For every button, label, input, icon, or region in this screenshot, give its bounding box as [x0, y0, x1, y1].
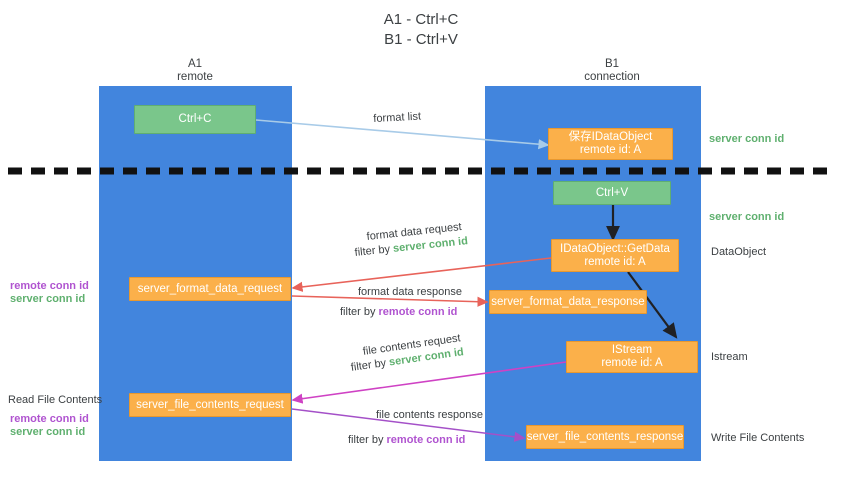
node-server-file-contents-request-label: server_file_contents_request: [136, 398, 284, 411]
lane-b1-name: B1: [604, 58, 620, 70]
node-server-format-data-request[interactable]: server_format_data_request: [129, 277, 291, 301]
node-istream-line2: remote id: A: [601, 357, 663, 369]
node-server-file-contents-response[interactable]: server_file_contents_response: [526, 425, 684, 449]
filter-prefix: filter by: [340, 306, 376, 318]
node-server-format-data-request-label: server_format_data_request: [137, 282, 283, 295]
node-istream[interactable]: IStream remote id: A: [566, 341, 698, 373]
edge-label-format-data-response: format data response: [358, 286, 462, 298]
left-label-remote-conn-id-1: remote conn id: [10, 280, 89, 292]
node-ctrl-v-label: Ctrl+V: [595, 186, 629, 199]
node-server-file-contents-response-label: server_file_contents_response: [526, 430, 684, 443]
page-title: A1 - Ctrl+C B1 - Ctrl+V: [0, 10, 842, 50]
node-ctrl-c-label: Ctrl+C: [178, 113, 212, 125]
node-idataobject-line2: remote id: A: [579, 144, 642, 156]
filter-prefix: filter by: [350, 357, 387, 374]
title-line-1: A1 - Ctrl+C: [383, 11, 459, 28]
edge-label-file-contents-response-filter: filter by remote conn id: [348, 433, 465, 447]
edge-label-format-list: format list: [373, 110, 422, 125]
node-ctrl-c[interactable]: Ctrl+C: [134, 105, 256, 134]
node-server-format-data-response-label: server_format_data_response: [491, 295, 645, 308]
right-label-dataobject: DataObject: [711, 246, 767, 258]
node-getdata-line1: IDataObject::GetData: [560, 242, 670, 255]
right-label-server-conn-id-mid: server conn id: [709, 211, 785, 223]
lane-a1-subtitle: remote: [177, 71, 213, 83]
node-getdata[interactable]: IDataObject::GetData remote id: A: [551, 239, 679, 272]
node-server-format-data-response[interactable]: server_format_data_response: [489, 290, 647, 314]
edge-label-file-contents-response: file contents response: [376, 409, 484, 421]
right-label-istream: Istream: [711, 351, 748, 363]
node-idataobject[interactable]: 保存IDataObject remote id: A: [548, 128, 673, 160]
filter-value-remote-conn-id: remote conn id: [378, 306, 458, 318]
right-label-write-file-contents: Write File Contents: [711, 432, 805, 444]
title-line-2: B1 - Ctrl+V: [384, 31, 458, 48]
node-idataobject-line1: 保存IDataObject: [568, 131, 653, 143]
left-label-server-conn-id-2: server conn id: [10, 426, 86, 438]
filter-prefix: filter by: [348, 434, 384, 446]
node-server-file-contents-request[interactable]: server_file_contents_request: [129, 393, 291, 417]
lane-b1-subtitle: connection: [584, 71, 640, 83]
right-label-server-conn-id-top: server conn id: [709, 133, 785, 145]
left-label-read-file-contents: Read File Contents: [8, 394, 103, 406]
node-istream-line1: IStream: [611, 344, 653, 356]
node-getdata-line2: remote id: A: [584, 255, 646, 268]
lane-header-a1: A1 remote: [128, 58, 262, 84]
filter-value-remote-conn-id: remote conn id: [386, 434, 466, 446]
left-label-remote-conn-id-2: remote conn id: [10, 413, 89, 425]
node-ctrl-v[interactable]: Ctrl+V: [553, 181, 671, 205]
left-label-server-conn-id-1: server conn id: [10, 293, 86, 305]
lane-a1-name: A1: [187, 58, 203, 70]
lane-header-b1: B1 connection: [545, 58, 679, 84]
filter-prefix: filter by: [354, 243, 391, 259]
edge-label-format-data-response-filter: filter by remote conn id: [340, 305, 457, 319]
